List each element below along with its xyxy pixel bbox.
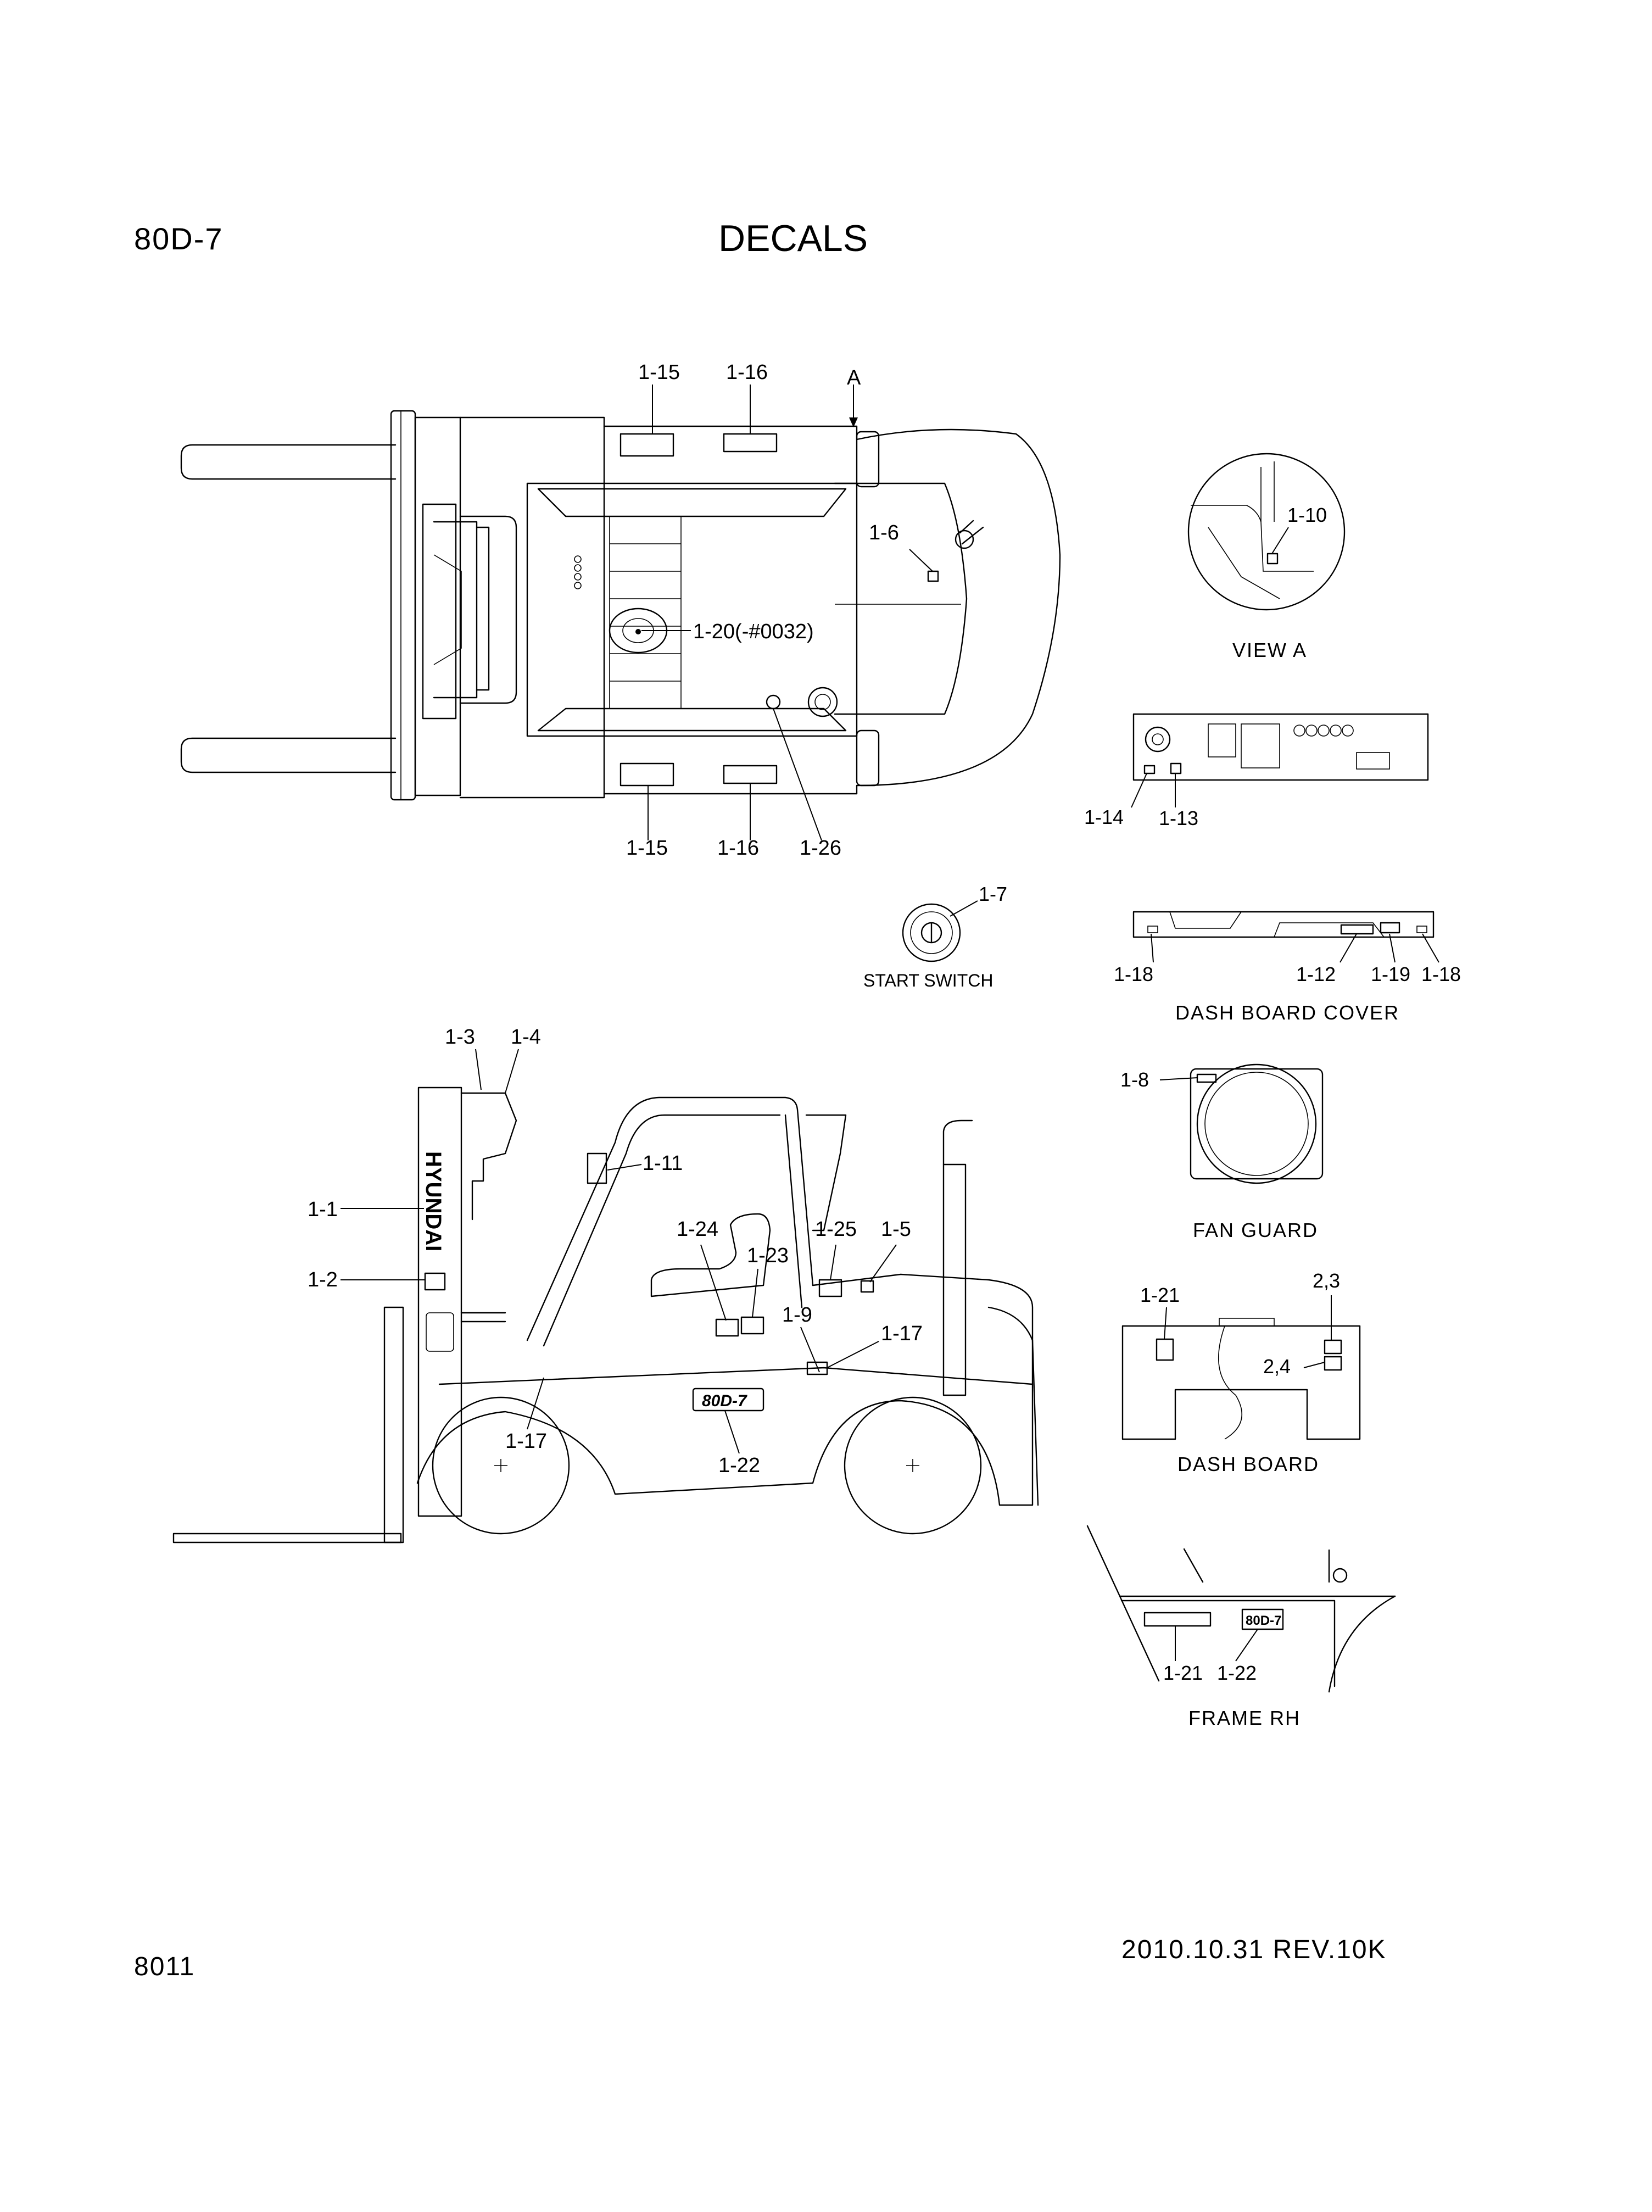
top-leaders [641,385,933,841]
sheet-title: DECALS [718,218,868,259]
callout-2-3: 2,3 [1313,1269,1340,1292]
callout-1-17-left: 1-17 [505,1430,547,1453]
callout-1-22: 1-22 [718,1454,760,1477]
dash-top-detail: 1-14 1-13 [1084,713,1429,829]
callout-1-25: 1-25 [815,1218,857,1241]
callout-1-23: 1-23 [747,1244,789,1267]
date-revision: 2010.10.31 REV.10K [1121,1935,1387,1964]
callout-1-9: 1-9 [782,1303,812,1327]
callout-1-10: 1-10 [1287,504,1327,526]
side-model-decal: 80D-7 [702,1392,747,1410]
dash-board-cover-detail: 1-18 1-12 1-19 1-18 DASH BOARD COVER [1114,911,1461,1024]
top-view-forklift [180,410,1061,801]
fan-guard-label: FAN GUARD [1193,1219,1318,1241]
view-a-detail: 1-10 VIEW A [1187,453,1346,661]
callout-1-3: 1-3 [445,1026,475,1049]
callout-1-2: 1-2 [308,1268,338,1291]
view-a-label: VIEW A [1232,639,1307,661]
callout-1-14: 1-14 [1084,806,1124,828]
callout-1-16-top: 1-16 [726,361,768,384]
callout-1-11: 1-11 [643,1152,683,1175]
callout-1-15-bottom: 1-15 [626,837,668,860]
page-number: 8011 [134,1952,196,1981]
callout-1-13: 1-13 [1159,807,1198,829]
callout-1-16-bottom: 1-16 [717,837,759,860]
callout-1-18-right: 1-18 [1421,963,1461,985]
callout-1-5: 1-5 [881,1218,911,1241]
dash-board-cover-label: DASH BOARD COVER [1175,1001,1399,1024]
callout-a: A [847,366,861,389]
side-callouts: 1-3 1-4 1-11 1-1 1-2 1-24 1-23 1-25 1-5 … [308,1026,923,1477]
side-leaders [341,1049,897,1454]
callout-1-21-dash: 1-21 [1140,1284,1180,1306]
callout-1-15-top: 1-15 [638,361,680,384]
model-code: 80D-7 [134,221,224,256]
start-switch-label: START SWITCH [863,971,993,990]
frame-model-decal: 80D-7 [1246,1613,1281,1628]
callout-1-19: 1-19 [1371,963,1410,985]
frame-rh-label: FRAME RH [1188,1707,1301,1729]
callout-1-26: 1-26 [800,837,841,860]
callout-2-4: 2,4 [1263,1355,1291,1378]
callout-1-17-right: 1-17 [881,1322,923,1345]
callout-1-18-left: 1-18 [1114,963,1153,985]
top-callouts: 1-15 1-16 A 1-6 1-20(-#0032) 1-15 1-16 1… [626,361,899,860]
mast-hyundai-marking: HYUNDAI [421,1151,445,1251]
callout-1-1: 1-1 [308,1198,338,1221]
start-switch-detail: 1-7 START SWITCH [863,883,1007,990]
frame-rh-detail: 80D-7 1-21 1-22 FRAME RH [1086,1525,1396,1729]
callout-1-8: 1-8 [1120,1068,1149,1091]
callout-1-24: 1-24 [677,1218,718,1241]
callout-1-21-frame: 1-21 [1163,1662,1203,1684]
dash-board-label: DASH BOARD [1177,1453,1319,1475]
dash-board-detail: 1-21 2,3 2,4 DASH BOARD [1121,1269,1361,1475]
fan-guard-detail: 1-8 FAN GUARD [1120,1063,1324,1241]
callout-1-6: 1-6 [869,521,899,544]
callout-1-12: 1-12 [1296,963,1336,985]
callout-1-7: 1-7 [979,883,1007,905]
callout-1-22-frame: 1-22 [1217,1662,1257,1684]
side-view-forklift: HYUNDAI 80D-7 [172,1087,1039,1544]
callout-1-20: 1-20(-#0032) [693,620,814,643]
callout-1-4: 1-4 [511,1026,541,1049]
